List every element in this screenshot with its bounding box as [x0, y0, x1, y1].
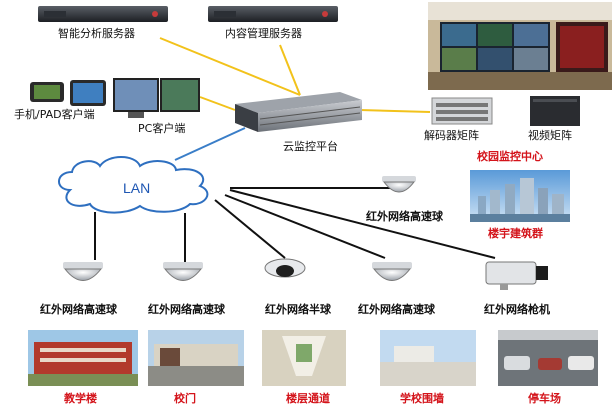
camera-bullet-icon [485, 261, 548, 290]
content-server-label: 内容管理服务器 [225, 27, 302, 40]
tablet-icon [70, 80, 106, 106]
location-photo-teaching-building [28, 330, 138, 386]
link-pc-client [199, 96, 236, 111]
camera-speed-dome-1-icon [63, 262, 103, 281]
analysis-server-icon [38, 6, 168, 22]
pc-client-label: PC客户端 [138, 122, 186, 135]
link-analysis-server [159, 37, 301, 96]
link-lan-cloud [174, 127, 246, 161]
cloud-platform-server-icon [235, 92, 362, 132]
camera-speed-dome-top-icon [382, 176, 416, 193]
video-matrix-label: 视频矩阵 [528, 129, 572, 142]
lan-label: LAN [123, 180, 151, 196]
location-photo-parking-lot [498, 330, 598, 386]
camera-label-4: 红外网络高速球 [358, 303, 435, 316]
monitor-center-title: 校园监控中心 [477, 150, 543, 163]
location-label-parking-lot: 停车场 [528, 392, 561, 405]
lan-cloud-icon [58, 156, 209, 214]
link-lan-cam4 [224, 194, 386, 259]
camera-speed-dome-3-icon [372, 262, 412, 281]
link-lan-cam3 [214, 199, 286, 259]
location-photo-school-gate [148, 330, 244, 386]
video-matrix-icon [530, 96, 580, 126]
cloud-platform-label: 云监控平台 [283, 140, 338, 153]
decoder-matrix-label: 解码器矩阵 [424, 129, 479, 142]
link-lan-cam6 [229, 189, 496, 259]
camera-label-1: 红外网络高速球 [40, 303, 117, 316]
camera-half-dome-icon [264, 258, 306, 278]
camera-label-3: 红外网络半球 [265, 303, 331, 316]
camera-label-top: 红外网络高速球 [366, 210, 443, 223]
connection-lines [94, 37, 496, 262]
building-group-photo [470, 170, 570, 222]
link-monitor-center [359, 109, 431, 113]
location-label-teaching-building: 教学楼 [64, 392, 97, 405]
building-group-label: 楼宇建筑群 [488, 227, 543, 240]
link-content-server [279, 44, 301, 96]
camera-speed-dome-2-icon [163, 262, 203, 281]
phone-icon [30, 82, 64, 102]
pc-client-icon [113, 78, 200, 118]
location-photo-school-wall [380, 330, 476, 386]
content-server-icon [208, 6, 338, 22]
analysis-server-label: 智能分析服务器 [58, 27, 135, 40]
camera-label-2: 红外网络高速球 [148, 303, 225, 316]
location-label-floor-corridor: 楼层通道 [286, 392, 330, 405]
monitor-center-photo [428, 2, 612, 90]
location-photo-floor-corridor [262, 330, 346, 386]
location-label-school-wall: 学校围墙 [400, 392, 444, 405]
decoder-matrix-icon [431, 97, 493, 125]
camera-label-5: 红外网络枪机 [484, 303, 550, 316]
location-label-school-gate: 校门 [174, 392, 196, 405]
mobile-client-label: 手机/PAD客户端 [14, 108, 95, 121]
